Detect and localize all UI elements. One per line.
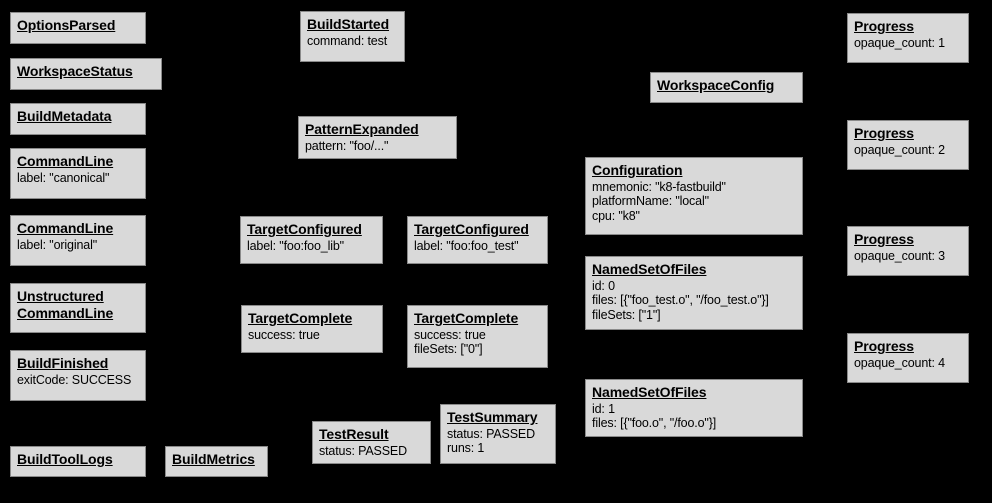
event-node-fields: label: "original" <box>17 238 139 253</box>
event-node-field: status: PASSED <box>447 426 535 441</box>
event-node-fields: opaque_count: 4 <box>854 356 962 371</box>
event-node-field: success: true <box>248 327 320 342</box>
event-node-field: opaque_count: 1 <box>854 35 945 50</box>
event-node-field: platformName: "local" <box>592 194 709 209</box>
event-node-title: NamedSetOfFiles <box>592 261 707 277</box>
event-node-title: WorkspaceStatus <box>17 63 133 79</box>
event-node-title: TargetComplete <box>414 310 519 326</box>
event-node-build-metadata[interactable]: BuildMetadata <box>10 103 146 135</box>
event-node-build-metrics[interactable]: BuildMetrics <box>165 446 268 477</box>
event-node-field: opaque_count: 3 <box>854 248 945 263</box>
event-node-field: label: "foo:foo_lib" <box>247 238 344 253</box>
event-node-title: TestResult <box>319 426 389 442</box>
event-node-field: runs: 1 <box>447 441 485 456</box>
event-node-field: fileSets: ["1"] <box>592 308 661 323</box>
event-node-title: CommandLine <box>17 153 114 169</box>
event-node-field: command: test <box>307 33 388 48</box>
event-node-field: exitCode: SUCCESS <box>17 372 132 387</box>
event-node-title: TestSummary <box>447 409 538 425</box>
event-node-field: id: 1 <box>592 401 615 416</box>
event-node-title: BuildStarted <box>307 16 390 32</box>
event-node-title: BuildMetadata <box>17 108 112 124</box>
event-node-title: Unstructured CommandLine <box>17 288 114 321</box>
event-node-title: WorkspaceConfig <box>657 77 775 93</box>
event-node-fields: opaque_count: 1 <box>854 36 962 51</box>
event-node-title: BuildFinished <box>17 355 109 371</box>
event-node-field: status: PASSED <box>319 443 407 458</box>
event-node-field: pattern: "foo/..." <box>305 138 389 153</box>
event-node-title: BuildToolLogs <box>17 451 113 467</box>
event-node-workspace-status[interactable]: WorkspaceStatus <box>10 58 162 90</box>
event-node-field: files: [{"foo.o", "/foo.o"}] <box>592 416 717 431</box>
event-node-field: fileSets: ["0"] <box>414 342 483 357</box>
event-node-fields: opaque_count: 3 <box>854 249 962 264</box>
event-node-title: Progress <box>854 231 914 247</box>
event-node-fields: mnemonic: "k8-fastbuild"platformName: "l… <box>592 180 796 224</box>
event-node-title: NamedSetOfFiles <box>592 384 707 400</box>
event-node-field: id: 0 <box>592 278 615 293</box>
event-node-title: Progress <box>854 125 914 141</box>
event-node-title: Configuration <box>592 162 683 178</box>
event-node-field: files: [{"foo_test.o", "/foo_test.o"}] <box>592 293 769 308</box>
event-node-fields: status: PASSED <box>319 444 424 459</box>
event-node-fields: pattern: "foo/..." <box>305 139 450 154</box>
event-node-title: TargetConfigured <box>414 221 529 237</box>
event-node-field: opaque_count: 4 <box>854 355 945 370</box>
event-node-title: TargetConfigured <box>247 221 362 237</box>
event-node-unstructured-command-line[interactable]: Unstructured CommandLine <box>10 283 146 333</box>
event-node-field: opaque_count: 2 <box>854 142 945 157</box>
event-node-fields: label: "foo:foo_lib" <box>247 239 376 254</box>
event-node-title: OptionsParsed <box>17 17 116 33</box>
event-node-field: success: true <box>414 327 486 342</box>
event-node-fields: success: true <box>248 328 376 343</box>
event-node-fields: label: "foo:foo_test" <box>414 239 541 254</box>
event-node-fields: exitCode: SUCCESS <box>17 373 139 388</box>
event-node-field: label: "canonical" <box>17 170 110 185</box>
event-node-fields: opaque_count: 2 <box>854 143 962 158</box>
event-node-title: PatternExpanded <box>305 121 419 137</box>
event-node-options-parsed[interactable]: OptionsParsed <box>10 12 146 44</box>
event-node-field: label: "foo:foo_test" <box>414 238 519 253</box>
event-node-workspace-config[interactable]: WorkspaceConfig <box>650 72 803 103</box>
event-node-fields: command: test <box>307 34 398 49</box>
event-node-fields: label: "canonical" <box>17 171 139 186</box>
event-node-title: Progress <box>854 18 914 34</box>
event-node-build-tool-logs[interactable]: BuildToolLogs <box>10 446 146 477</box>
event-node-field: mnemonic: "k8-fastbuild" <box>592 179 726 194</box>
event-node-field: cpu: "k8" <box>592 209 640 224</box>
event-node-title: CommandLine <box>17 220 114 236</box>
event-node-title: TargetComplete <box>248 310 353 326</box>
event-node-title: Progress <box>854 338 914 354</box>
event-node-title: BuildMetrics <box>172 451 255 467</box>
event-node-field: label: "original" <box>17 237 97 252</box>
